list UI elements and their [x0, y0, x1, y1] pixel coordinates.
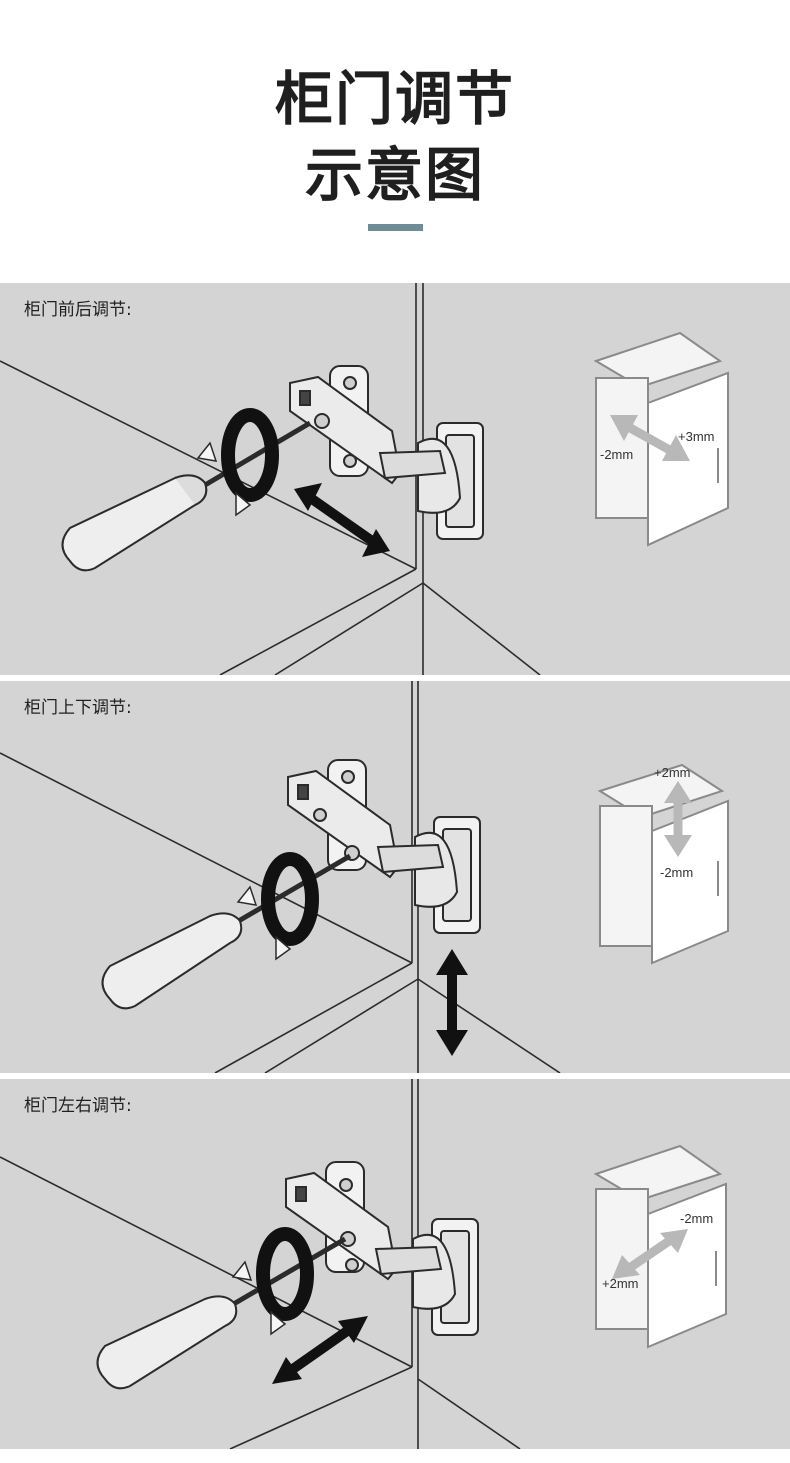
cabinet-interior-lines [0, 681, 561, 1073]
panel-up-down: 柜门上下调节: +2mm -2mm [0, 681, 790, 1073]
up-down-diagram [0, 681, 729, 1073]
plus-2mm-label: +2mm [602, 1276, 639, 1291]
page-title-line2: 示意图 [304, 141, 485, 209]
panel-divider [0, 675, 790, 681]
plus-3mm-label: +3mm [678, 429, 715, 444]
rotation-arrow-icon [196, 408, 279, 517]
left-right-indicator-arrow-icon [612, 1229, 688, 1279]
minus-2mm-label: -2mm [600, 447, 634, 462]
front-back-double-arrow-icon [294, 483, 390, 557]
plus-2mm-label: +2mm [654, 765, 691, 780]
header: 柜门调节 示意图 [0, 0, 790, 283]
panel-label-left-right: 柜门左右调节: [24, 1096, 132, 1116]
panel-label-up-down: 柜门上下调节: [24, 698, 132, 718]
screwdriver-illustration [101, 853, 352, 1010]
screwdriver-illustration [96, 1236, 347, 1390]
mini-cabinet-left-right [593, 1144, 727, 1349]
panel-left-right: 柜门左右调节: -2mm +2mm [0, 1079, 790, 1449]
hinge-illustration [287, 759, 481, 934]
panel-label-front-back: 柜门前后调节: [24, 300, 132, 320]
rotation-arrow-icon [231, 1227, 314, 1336]
left-right-double-arrow-icon [272, 1316, 368, 1384]
up-down-indicator-arrow-icon [664, 781, 692, 857]
minus-2mm-label: -2mm [660, 865, 694, 880]
title-accent-bar [368, 224, 423, 231]
screwdriver-illustration [61, 420, 312, 572]
front-back-diagram [0, 283, 729, 675]
rotation-arrow-icon [236, 852, 319, 961]
hinge-illustration [289, 365, 484, 540]
left-right-diagram [0, 1079, 727, 1449]
hinge-illustration [285, 1161, 479, 1336]
minus-2mm-label: -2mm [680, 1211, 714, 1226]
page-title-line1: 柜门调节 [274, 65, 515, 133]
up-down-double-arrow-icon [436, 949, 468, 1056]
panel-front-back: 柜门前后调节: +3mm -2mm [0, 283, 790, 675]
panel-divider [0, 1073, 790, 1079]
front-back-indicator-arrow-icon [610, 415, 690, 461]
mini-cabinet-up-down [597, 763, 729, 965]
